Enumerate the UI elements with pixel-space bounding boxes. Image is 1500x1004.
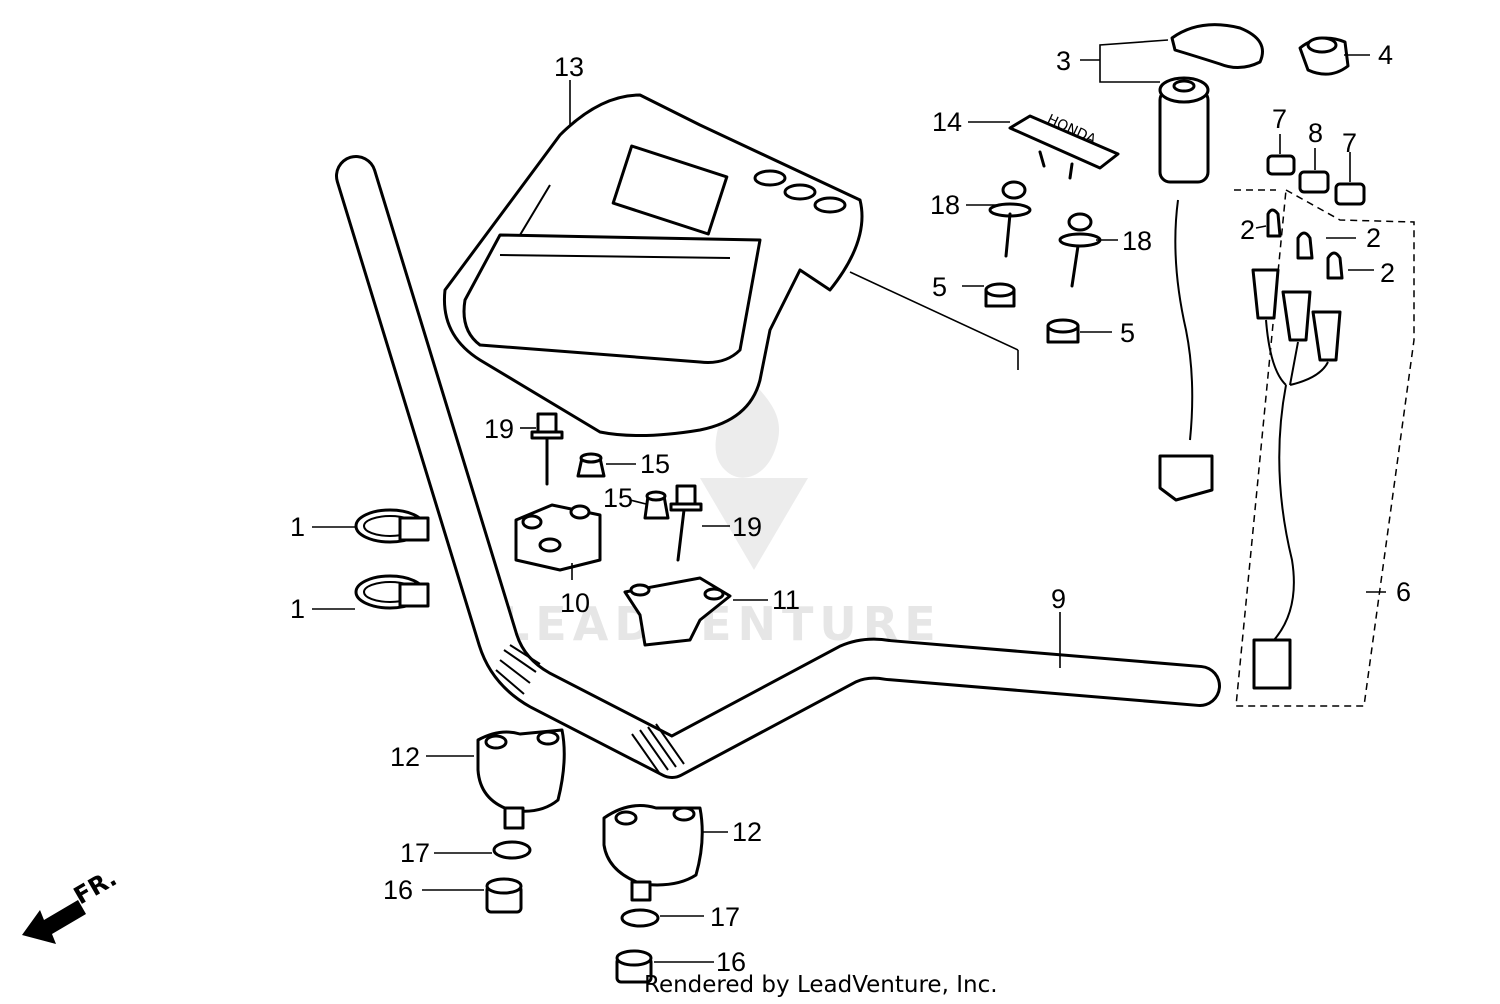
harness-bracket	[1234, 188, 1415, 707]
callout-19-upper: 19	[484, 414, 514, 444]
callout-9: 9	[1051, 584, 1066, 614]
leader-cover-bracket	[849, 271, 1019, 370]
callout-17-left: 17	[400, 838, 430, 868]
grommet-5-right	[1046, 318, 1080, 344]
washer-17-right	[620, 908, 660, 928]
bulb-2-c	[1326, 251, 1344, 280]
nut-16-right	[615, 949, 653, 984]
leader-3	[1080, 39, 1169, 83]
callout-1-upper: 1	[290, 512, 305, 542]
callout-15-upper: 15	[640, 449, 670, 479]
callout-19-lower: 19	[732, 512, 762, 542]
callout-18-left: 18	[930, 190, 960, 220]
bolt-19-lower	[669, 484, 703, 562]
callout-18-right: 18	[1122, 226, 1152, 256]
front-direction-arrow-icon: FR.	[22, 864, 121, 944]
render-credit: Rendered by LeadVenture, Inc.	[644, 972, 998, 998]
leader-lines	[312, 54, 1386, 963]
bulb-2-a	[1266, 208, 1282, 238]
collar-15-lower	[643, 490, 670, 520]
cable-clamp-lower	[354, 574, 430, 610]
callout-14: 14	[932, 107, 962, 137]
screw-18-left	[988, 180, 1032, 258]
callout-3: 3	[1056, 46, 1071, 76]
callout-7-left: 7	[1272, 104, 1287, 134]
cable-clamp-upper	[354, 508, 430, 544]
callout-7-right: 7	[1342, 128, 1357, 158]
callout-17-right: 17	[710, 902, 740, 932]
handlebar	[335, 155, 1221, 779]
bolt-19-upper	[530, 412, 564, 486]
callout-6: 6	[1396, 577, 1411, 607]
callout-2-a: 2	[1240, 215, 1255, 245]
callout-15-lower: 15	[603, 483, 633, 513]
callout-12-left: 12	[390, 742, 420, 772]
handlebar-holder-upper	[514, 503, 602, 572]
ignition-switch	[1158, 23, 1264, 502]
handlebar-holder-lower	[623, 576, 732, 647]
callout-5-left: 5	[932, 272, 947, 302]
callout-labels: 1 1 2 2 2 3 4 5 5 6 7 7 8 9 10 11 12 12 …	[290, 40, 1411, 977]
washer-17-left	[492, 840, 532, 860]
bulb-2-b	[1296, 231, 1314, 260]
callout-5-right: 5	[1120, 318, 1135, 348]
indicator-cap-7-left	[1266, 154, 1296, 176]
callout-8: 8	[1308, 118, 1323, 148]
indicator-cap-7-right	[1334, 182, 1366, 206]
callout-16-right: 16	[716, 947, 746, 977]
screw-18-right	[1058, 212, 1102, 288]
callout-10: 10	[560, 588, 590, 618]
collar-15-upper	[576, 452, 606, 478]
callout-13: 13	[554, 52, 584, 82]
callout-11: 11	[772, 585, 800, 615]
indicator-cap-8	[1298, 170, 1330, 194]
ignition-cap	[1298, 36, 1350, 76]
callout-2-b: 2	[1366, 223, 1381, 253]
callout-16-left: 16	[383, 875, 413, 905]
callout-12-right: 12	[732, 817, 762, 847]
callout-1-lower: 1	[290, 594, 305, 624]
nut-16-left	[485, 877, 523, 914]
handlebar-holder-12-left	[476, 728, 566, 830]
handlebar-holder-12-right	[602, 804, 704, 902]
grommet-5-left	[984, 282, 1016, 308]
callout-2-c: 2	[1380, 258, 1395, 288]
honda-emblem: HONDA	[1008, 112, 1120, 180]
handlebar-cover	[442, 93, 864, 438]
indicator-harness	[1251, 268, 1342, 690]
callout-4: 4	[1378, 40, 1393, 70]
